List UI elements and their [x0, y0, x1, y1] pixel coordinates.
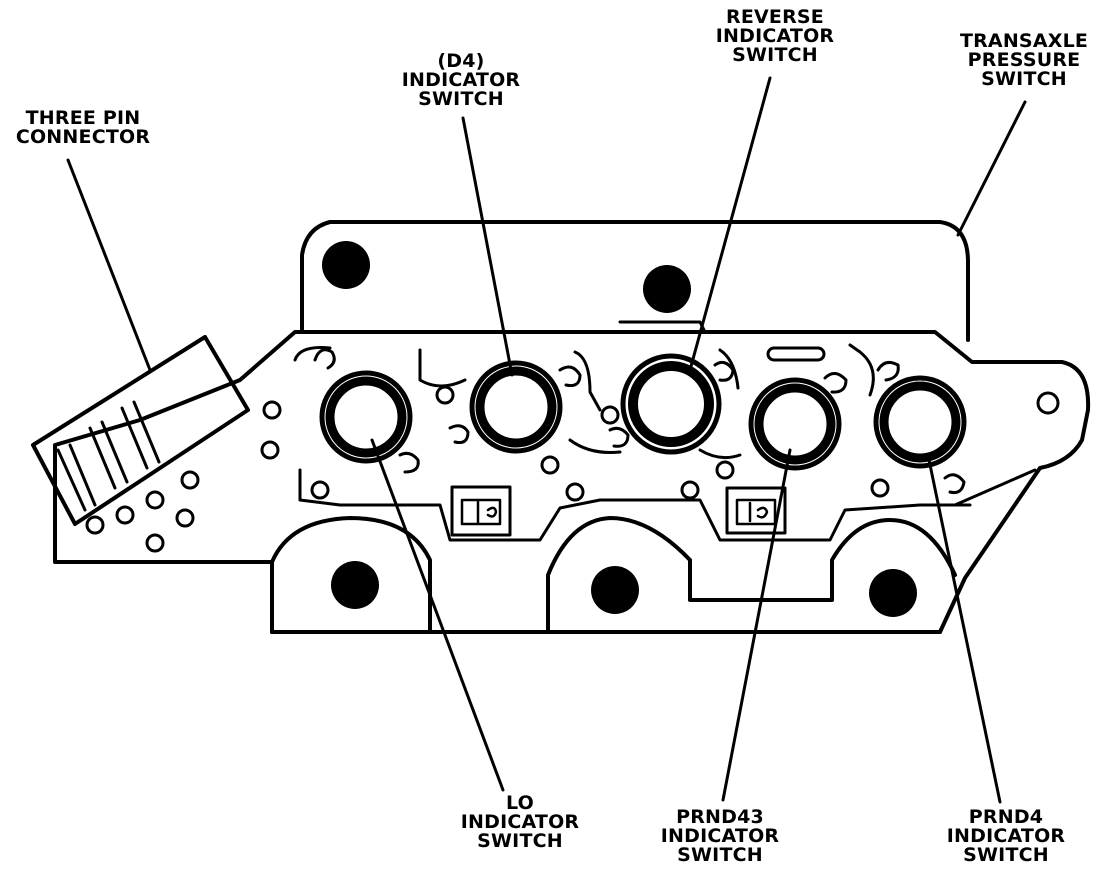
- switch-ear: [823, 372, 848, 394]
- lower-scallops: [270, 516, 957, 634]
- plate-label-mark: [476, 500, 498, 524]
- small-hole: [180, 470, 200, 490]
- switch-ear: [558, 365, 582, 387]
- small-hole: [1036, 391, 1060, 415]
- prnd4-indicator-switch: [873, 375, 967, 469]
- small-hole: [175, 508, 195, 528]
- reverse-indicator-switch: [620, 353, 722, 455]
- label-transaxle-pressure-switch: TRANSAXLE PRESSURE SWITCH: [959, 30, 1089, 90]
- internal-channels: [293, 343, 1037, 542]
- connector-pin-1: [56, 443, 97, 512]
- leader-three-pin-connector: [66, 158, 152, 372]
- plate-label-box: [725, 486, 787, 535]
- small-hole: [715, 460, 735, 480]
- leader-prnd43-indicator-switch: [721, 448, 792, 802]
- switch-ear: [943, 473, 966, 494]
- connector-pin-2: [88, 420, 129, 490]
- small-hole: [310, 480, 330, 500]
- small-hole: [565, 482, 585, 502]
- plate-slot: [766, 346, 826, 362]
- plate-label-box: [450, 485, 512, 537]
- small-hole: [145, 490, 165, 510]
- mounting-bolt: [322, 241, 370, 289]
- plate-label-box-inner: [460, 498, 502, 526]
- small-hole: [145, 533, 165, 553]
- center-rib: [568, 438, 742, 460]
- upper-housing-outline: [300, 220, 970, 342]
- small-hole: [870, 478, 890, 498]
- prnd43-indicator-switch: [748, 377, 842, 471]
- plate-label-box-inner: [735, 498, 777, 526]
- leader-transaxle-pressure-switch: [956, 100, 1027, 237]
- plate-label-mark: [748, 501, 769, 523]
- switch-ear: [313, 348, 336, 370]
- connector-body: [31, 335, 250, 526]
- switch-ear: [398, 451, 420, 474]
- label-three-pin-connector: THREE PIN CONNECTOR: [15, 107, 151, 148]
- mounting-bolt: [869, 569, 917, 617]
- small-hole: [600, 405, 620, 425]
- small-hole: [540, 455, 560, 475]
- mounting-bolt: [331, 561, 379, 609]
- small-hole: [260, 440, 280, 460]
- small-hole: [262, 400, 282, 420]
- label-prnd4-indicator-switch: PRND4 INDICATOR SWITCH: [946, 806, 1066, 866]
- label-d4-indicator-switch: (D4) INDICATOR SWITCH: [401, 50, 521, 110]
- small-hole: [85, 515, 105, 535]
- leader-prnd4-indicator-switch: [926, 453, 1002, 804]
- mounting-bolt: [643, 265, 691, 313]
- top-tab: [618, 320, 707, 334]
- switch-ear: [876, 360, 900, 382]
- leader-lo-indicator-switch: [370, 438, 505, 792]
- mounting-bolt: [591, 566, 639, 614]
- leader-reverse-indicator-switch: [688, 76, 772, 372]
- label-lo-indicator-switch: LO INDICATOR SWITCH: [460, 792, 580, 852]
- label-reverse-indicator-switch: REVERSE INDICATOR SWITCH: [715, 6, 835, 66]
- leader-d4-indicator-switch: [461, 116, 514, 377]
- lo-indicator-switch: [319, 370, 413, 464]
- d4-indicator-switch: [469, 360, 563, 454]
- switch-ear: [713, 360, 735, 382]
- connector-pin-3: [120, 400, 161, 470]
- small-hole: [435, 385, 455, 405]
- small-hole: [115, 505, 135, 525]
- switch-ear: [448, 424, 470, 444]
- label-prnd43-indicator-switch: PRND43 INDICATOR SWITCH: [660, 806, 780, 866]
- small-hole: [680, 480, 700, 500]
- switch-ear: [608, 426, 630, 448]
